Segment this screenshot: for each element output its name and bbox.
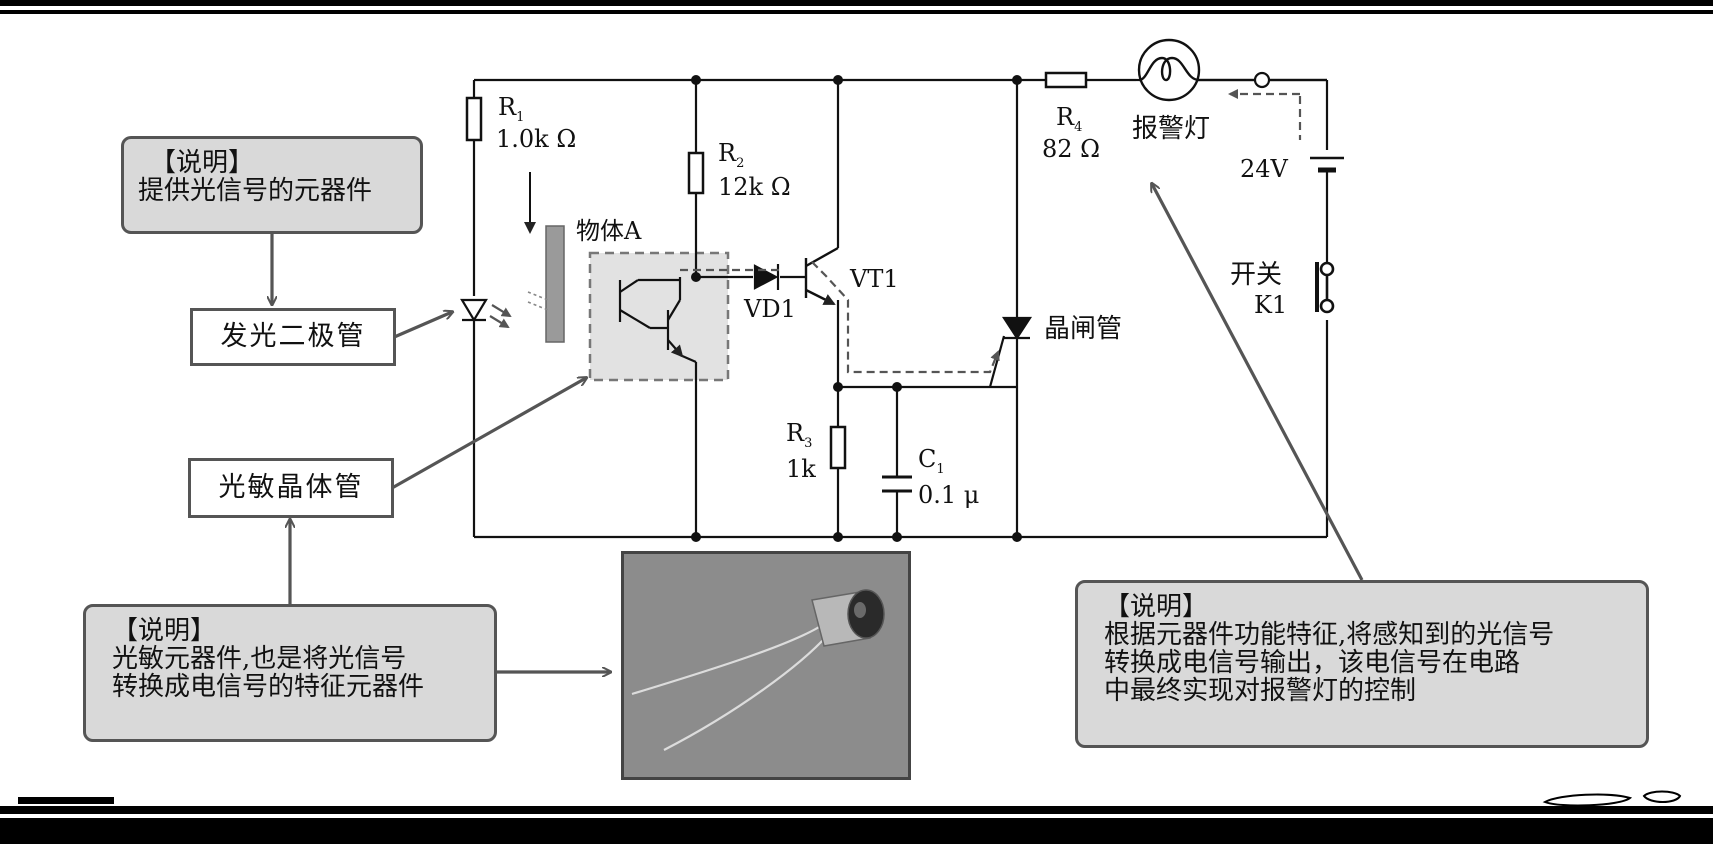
note-line: 转换成电信号的特征元器件 [112,672,425,702]
phototransistor-symbol [618,278,684,358]
r2-value: 12k Ω [718,173,791,201]
led-label-box: 发光二极管 [190,308,396,366]
object-a-label: 物体A [576,217,642,245]
object-a-block [545,225,565,343]
note-heading: 【说明】 [112,616,217,646]
phototransistor-region [588,251,730,382]
top-border-bar [0,0,1713,6]
junction-dots [691,75,1022,542]
vt1-label: VT1 [850,265,899,293]
c1-value: 0.1 μ [918,481,980,509]
note-right: 【说明】 根据元器件功能特征,将感知到的光信号 转换成电信号输出，该电信号在电路… [1075,580,1649,748]
callout-arrows [272,184,1364,672]
r3-label: R3 [786,419,813,451]
note-heading: 【说明】 [1104,592,1209,622]
switch-label: 开关 [1230,260,1283,290]
phototransistor-label-box: 光敏晶体管 [188,458,394,518]
phototransistor-label-text: 光敏晶体管 [218,472,364,503]
bottom-border-bar [0,806,1713,814]
terminal-open [1253,71,1271,89]
phototransistor-illustration [624,554,908,777]
note-line: 光敏元器件,也是将光信号 [112,644,407,674]
bottom-border-bar-2 [0,818,1713,844]
alarm-lamp-symbol [1137,38,1201,102]
light-rays [527,291,549,311]
r1-resistor [465,96,483,142]
phototransistor-photo [621,551,911,780]
c1-capacitor [882,475,912,493]
r1-value: 1.0k Ω [496,125,577,153]
r3-resistor [829,425,847,470]
led-label-text: 发光二极管 [220,321,366,352]
note-bottom-left: 【说明】 光敏元器件,也是将光信号 转换成电信号的特征元器件 [83,604,497,742]
switch-id-label: K1 [1254,291,1288,319]
switch-k1-symbol [1315,261,1335,314]
note-heading: 【说明】 [150,148,255,178]
thyristor-label: 晶闸管 [1044,314,1123,344]
signal-path-dashed [680,89,1302,374]
battery-symbol [1310,156,1344,173]
r3-value: 1k [786,455,816,483]
note-line: 中最终实现对报警灯的控制 [1104,676,1417,706]
led-symbol [460,298,512,329]
vd1-diode [753,264,780,290]
note-line: 转换成电信号输出，该电信号在电路 [1104,648,1521,678]
bottom-right-accent [1520,832,1650,844]
r2-resistor [687,151,705,195]
r4-value: 82 Ω [1042,135,1101,163]
r4-label: R4 [1056,103,1083,135]
top-border-bar-2 [0,10,1713,14]
r2-label: R2 [718,139,745,171]
vt1-transistor [804,246,839,306]
vd1-label: VD1 [744,295,796,323]
r1-label: R1 [498,93,525,125]
lamp-label: 报警灯 [1132,114,1211,144]
thyristor-symbol [1001,316,1033,341]
battery-label: 24V [1240,155,1288,183]
c1-label: C1 [918,445,945,477]
note-line: 提供光信号的元器件 [138,176,373,206]
note-top-left: 【说明】 提供光信号的元器件 [121,136,423,234]
bottom-left-accent [18,797,114,804]
r4-resistor [1044,71,1088,89]
note-line: 根据元器件功能特征,将感知到的光信号 [1104,620,1555,650]
